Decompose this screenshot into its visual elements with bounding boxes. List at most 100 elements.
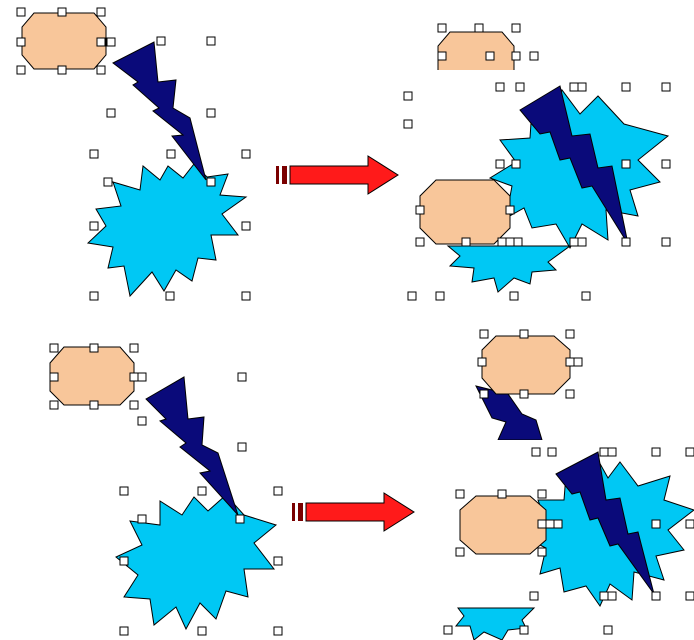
resize-handle-icon[interactable] (57, 65, 67, 75)
resize-handle-icon[interactable] (599, 591, 609, 601)
resize-handle-icon[interactable] (119, 626, 129, 636)
resize-handle-icon[interactable] (16, 65, 26, 75)
resize-handle-icon[interactable] (241, 221, 251, 231)
resize-handle-icon[interactable] (599, 447, 609, 457)
resize-handle-icon[interactable] (437, 23, 447, 33)
resize-handle-icon[interactable] (581, 291, 591, 301)
resize-handle-icon[interactable] (511, 159, 521, 169)
resize-handle-icon[interactable] (495, 82, 505, 92)
resize-handle-icon[interactable] (479, 389, 489, 399)
resize-handle-icon[interactable] (531, 447, 541, 457)
resize-handle-icon[interactable] (651, 447, 661, 457)
resize-handle-icon[interactable] (529, 51, 539, 61)
resize-handle-icon[interactable] (607, 591, 617, 601)
resize-handle-icon[interactable] (49, 372, 59, 382)
resize-handle-icon[interactable] (241, 149, 251, 159)
resize-handle-icon[interactable] (89, 149, 99, 159)
resize-handle-icon[interactable] (497, 237, 507, 247)
resize-handle-icon[interactable] (16, 37, 26, 47)
resize-handle-icon[interactable] (565, 329, 575, 339)
resize-handle-icon[interactable] (89, 291, 99, 301)
resize-handle-icon[interactable] (511, 51, 521, 61)
resize-handle-icon[interactable] (547, 447, 557, 457)
resize-handle-icon[interactable] (89, 400, 99, 410)
resize-handle-icon[interactable] (513, 237, 523, 247)
octagon-shape[interactable] (419, 179, 511, 245)
octagon-shape[interactable] (437, 31, 515, 70)
resize-handle-icon[interactable] (415, 237, 425, 247)
resize-handle-icon[interactable] (685, 519, 694, 529)
resize-handle-icon[interactable] (106, 108, 116, 118)
resize-handle-icon[interactable] (237, 442, 247, 452)
lightning-bolt[interactable] (475, 385, 543, 440)
resize-handle-icon[interactable] (403, 119, 413, 129)
resize-handle-icon[interactable] (505, 205, 515, 215)
resize-handle-icon[interactable] (129, 372, 139, 382)
resize-handle-icon[interactable] (455, 547, 465, 557)
resize-handle-icon[interactable] (603, 625, 613, 635)
resize-handle-icon[interactable] (241, 291, 251, 301)
resize-handle-icon[interactable] (407, 291, 417, 301)
resize-handle-icon[interactable] (206, 177, 216, 187)
resize-handle-icon[interactable] (57, 7, 67, 17)
resize-handle-icon[interactable] (479, 329, 489, 339)
resize-handle-icon[interactable] (49, 343, 59, 353)
resize-handle-icon[interactable] (129, 400, 139, 410)
resize-handle-icon[interactable] (156, 36, 166, 46)
resize-handle-icon[interactable] (415, 205, 425, 215)
resize-handle-icon[interactable] (511, 23, 521, 33)
resize-handle-icon[interactable] (474, 23, 484, 33)
resize-handle-icon[interactable] (537, 519, 547, 529)
lightning-bolt[interactable] (519, 85, 629, 245)
resize-handle-icon[interactable] (621, 82, 631, 92)
resize-handle-icon[interactable] (461, 237, 471, 247)
resize-handle-icon[interactable] (569, 82, 579, 92)
resize-handle-icon[interactable] (235, 514, 245, 524)
resize-handle-icon[interactable] (437, 51, 447, 61)
resize-handle-icon[interactable] (443, 625, 453, 635)
resize-handle-icon[interactable] (103, 177, 113, 187)
resize-handle-icon[interactable] (621, 159, 631, 169)
resize-handle-icon[interactable] (519, 625, 529, 635)
resize-handle-icon[interactable] (237, 372, 247, 382)
resize-handle-icon[interactable] (96, 7, 106, 17)
resize-handle-icon[interactable] (515, 82, 525, 92)
resize-handle-icon[interactable] (165, 291, 175, 301)
resize-handle-icon[interactable] (651, 591, 661, 601)
resize-handle-icon[interactable] (477, 357, 487, 367)
resize-handle-icon[interactable] (545, 519, 555, 529)
resize-handle-icon[interactable] (403, 91, 413, 101)
resize-handle-icon[interactable] (577, 237, 587, 247)
resize-handle-icon[interactable] (206, 36, 216, 46)
resize-handle-icon[interactable] (197, 486, 207, 496)
explosion-burst-fragment[interactable] (446, 245, 572, 293)
resize-handle-icon[interactable] (565, 357, 575, 367)
resize-handle-icon[interactable] (137, 416, 147, 426)
resize-handle-icon[interactable] (485, 51, 495, 61)
resize-handle-icon[interactable] (106, 37, 116, 47)
resize-handle-icon[interactable] (89, 343, 99, 353)
lightning-bolt[interactable] (112, 41, 207, 181)
resize-handle-icon[interactable] (607, 447, 617, 457)
resize-handle-icon[interactable] (685, 591, 694, 601)
resize-handle-icon[interactable] (661, 237, 671, 247)
resize-handle-icon[interactable] (497, 489, 507, 499)
octagon-shape[interactable] (21, 12, 107, 70)
resize-handle-icon[interactable] (553, 519, 563, 529)
explosion-burst[interactable] (86, 163, 248, 298)
resize-handle-icon[interactable] (519, 389, 529, 399)
resize-handle-icon[interactable] (537, 547, 547, 557)
explosion-burst[interactable] (115, 494, 278, 631)
resize-handle-icon[interactable] (565, 389, 575, 399)
resize-handle-icon[interactable] (119, 556, 129, 566)
octagon-shape[interactable] (481, 335, 571, 395)
resize-handle-icon[interactable] (96, 37, 106, 47)
resize-handle-icon[interactable] (206, 108, 216, 118)
resize-handle-icon[interactable] (509, 291, 519, 301)
resize-handle-icon[interactable] (137, 372, 147, 382)
resize-handle-icon[interactable] (119, 486, 129, 496)
resize-handle-icon[interactable] (166, 149, 176, 159)
explosion-burst-fragment[interactable] (454, 607, 536, 640)
resize-handle-icon[interactable] (49, 400, 59, 410)
resize-handle-icon[interactable] (577, 82, 587, 92)
